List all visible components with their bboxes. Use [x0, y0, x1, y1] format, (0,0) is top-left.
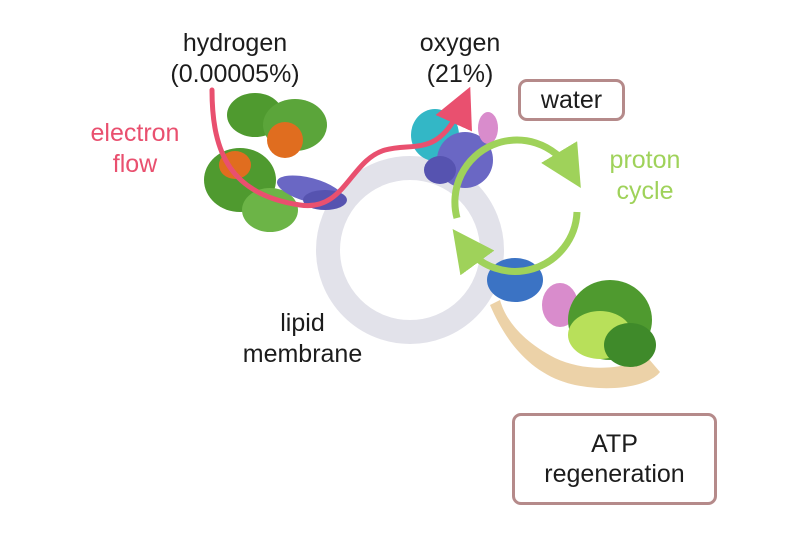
atp-line1: ATP: [591, 429, 638, 458]
oxygen-name: oxygen: [419, 29, 501, 57]
atp-regeneration-box: ATP regeneration: [512, 413, 717, 505]
hydrogen-name: hydrogen: [182, 29, 288, 57]
proton-cycle-arrow-bottom: [452, 211, 581, 276]
atp-synthase-protein: [487, 258, 660, 389]
proton-cycle-line1: proton: [609, 146, 681, 174]
electron-flow-label: electron flow: [60, 118, 210, 179]
electron-flow-line2: flow: [112, 149, 158, 178]
oxygen-percentage: (21%): [426, 59, 494, 88]
electron-flow-line1: electron: [90, 119, 180, 147]
oxygen-label: oxygen (21%): [385, 28, 535, 89]
hydrogen-label: hydrogen (0.00005%): [130, 28, 340, 89]
proton-cycle-label: proton cycle: [585, 145, 705, 206]
lipid-membrane-line1: lipid: [280, 309, 325, 337]
proton-cycle-line2: cycle: [616, 176, 674, 205]
water-box: water: [518, 79, 625, 121]
atp-line2: regeneration: [544, 460, 685, 488]
electron-flow-arrow: [209, 86, 472, 209]
hydrogen-percentage: (0.00005%): [170, 59, 300, 88]
water-label: water: [540, 85, 603, 114]
lipid-membrane-label: lipid membrane: [215, 308, 390, 369]
lipid-membrane-line2: membrane: [242, 339, 363, 368]
proton-cycle-arrow-top: [451, 136, 581, 219]
